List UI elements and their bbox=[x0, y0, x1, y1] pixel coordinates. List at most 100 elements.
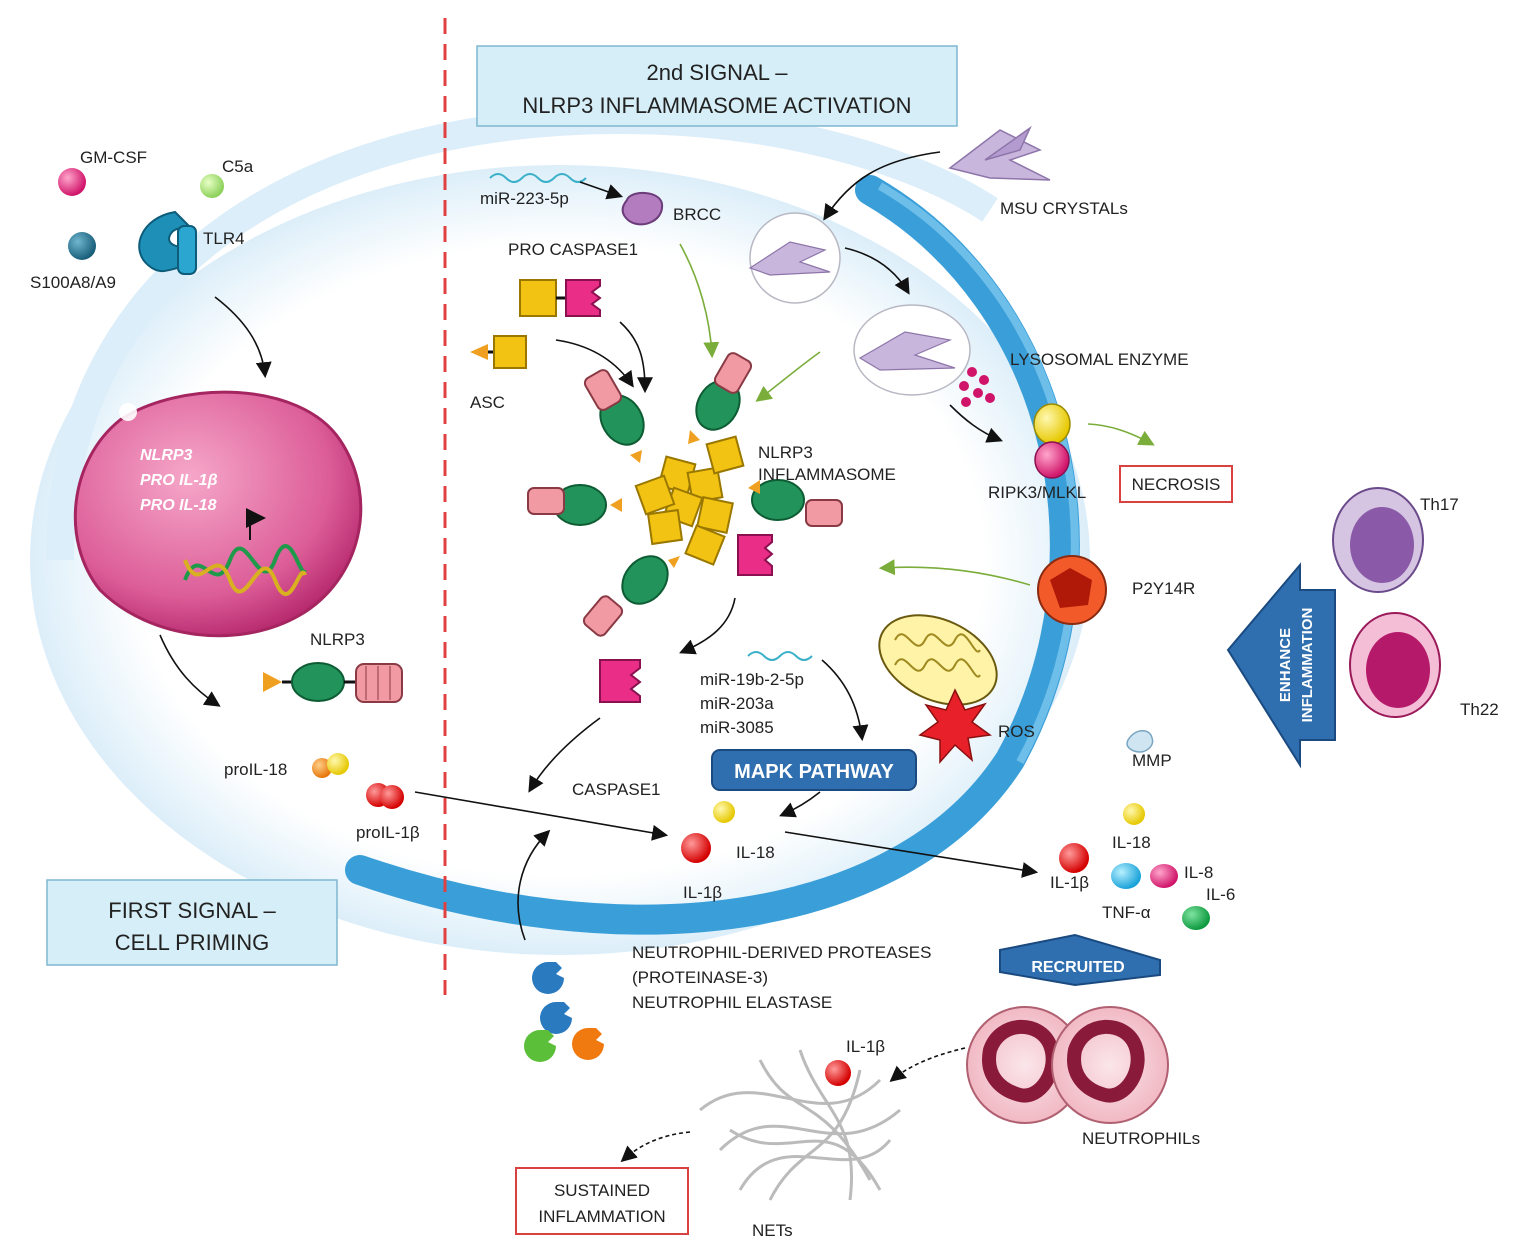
il8-label: IL-8 bbox=[1184, 863, 1213, 882]
nucleus-highlight bbox=[119, 403, 137, 421]
mapk-label: MAPK PATHWAY bbox=[734, 761, 894, 783]
tlr4-stem bbox=[177, 225, 197, 275]
phagosome-crystal-1 bbox=[748, 241, 831, 276]
arrow-phagosome-to-lysosome bbox=[844, 247, 910, 295]
il18-out-label: IL-18 bbox=[1112, 833, 1151, 852]
c5a-label: C5a bbox=[222, 157, 254, 176]
arrow-lysosome-to-inflammasome bbox=[755, 351, 821, 402]
th17-label: Th17 bbox=[1420, 495, 1459, 514]
mir-203a-label: miR-203a bbox=[700, 694, 774, 713]
mir-19b-label: miR-19b-2-5p bbox=[700, 670, 804, 689]
il1b-out-label: IL-1β bbox=[1050, 873, 1089, 892]
cell-membrane-light bbox=[46, 105, 998, 561]
nets-fibers-icon bbox=[699, 1049, 901, 1201]
il6-label: IL-6 bbox=[1206, 885, 1235, 904]
arrow-asc-to-inflammasome bbox=[555, 339, 634, 388]
necrosis-box bbox=[1119, 465, 1233, 503]
il1b-inside-ball bbox=[681, 833, 711, 863]
th17-nucleus bbox=[1350, 507, 1414, 583]
il1b-inside-label: IL-1β bbox=[683, 883, 722, 902]
ripk3-icon bbox=[1033, 403, 1071, 445]
recruited-label: RECRUITED bbox=[1031, 959, 1124, 976]
nucleus-line-proil18: PRO IL-18 bbox=[140, 497, 217, 514]
cell-membrane bbox=[345, 175, 1080, 935]
nucleus bbox=[73, 390, 363, 638]
proil1b-ball-b bbox=[380, 785, 404, 809]
mmp-icon bbox=[1126, 730, 1154, 753]
tnf-label: TNF-α bbox=[1102, 903, 1151, 922]
proil18-ball-a bbox=[312, 758, 332, 778]
arrow-brcc-to-inflammasome bbox=[679, 243, 720, 359]
enhance-label-1: ENHANCE bbox=[1277, 628, 1294, 702]
th22-label: Th22 bbox=[1460, 700, 1499, 719]
nlrp3-inflammasome-icon bbox=[527, 352, 843, 637]
sustained-inflammation-box bbox=[515, 1167, 689, 1235]
p2y14r-label: P2Y14R bbox=[1132, 579, 1195, 598]
gmcsf-ligand bbox=[58, 168, 86, 196]
lysosomal-enzyme-dots bbox=[959, 367, 995, 407]
nucleus-line-nlrp3: NLRP3 bbox=[140, 447, 193, 464]
msu-label: MSU CRYSTALs bbox=[1000, 199, 1128, 218]
il18-out-ball bbox=[1123, 803, 1145, 825]
caspase1-label: CASPASE1 bbox=[572, 780, 661, 799]
il18-inside-label: IL-18 bbox=[736, 843, 775, 862]
neutrophil-1-nucleus bbox=[982, 1019, 1060, 1103]
protease-pacman-icons bbox=[524, 962, 604, 1062]
arrow-lysosome-to-ripk bbox=[949, 404, 1003, 443]
sustained-label-1: SUSTAINED bbox=[554, 1181, 650, 1200]
nets-il1b-label: IL-1β bbox=[846, 1037, 885, 1056]
asc-icon bbox=[470, 335, 527, 369]
proil18-label: proIL-18 bbox=[224, 760, 287, 779]
second-signal-title-2: NLRP3 INFLAMMASOME ACTIVATION bbox=[522, 93, 911, 118]
mir-3085-label: miR-3085 bbox=[700, 718, 774, 737]
arrow-neutrophils-to-nets bbox=[889, 1047, 966, 1083]
mapk-pathway-box bbox=[711, 749, 917, 791]
ros-label: ROS bbox=[998, 722, 1035, 741]
caspase1-active-icon bbox=[599, 659, 642, 703]
dna-icon bbox=[183, 508, 307, 596]
proteases-line-3: NEUTROPHIL ELASTASE bbox=[632, 993, 832, 1012]
first-signal-box bbox=[46, 879, 338, 966]
recruited-arrow bbox=[999, 933, 1161, 987]
il8-ball bbox=[1150, 864, 1178, 888]
nucleus-line-proil1b: PRO IL-1β bbox=[140, 472, 218, 489]
ripk-label: RIPK3/MLKL bbox=[988, 483, 1086, 502]
tnf-ball bbox=[1111, 863, 1141, 889]
p2y14r-core bbox=[1050, 568, 1092, 608]
inflammasome-label-2: INFLAMMASOME bbox=[758, 465, 896, 484]
proil1b-label: proIL-1β bbox=[356, 823, 420, 842]
msu-crystals-icon bbox=[948, 125, 1051, 181]
enhance-inflammation-arrow bbox=[1226, 562, 1336, 769]
arrow-cytokines-out bbox=[784, 831, 1039, 878]
enhance-label-2: INFLAMMATION bbox=[1299, 608, 1316, 723]
pro-caspase-label: PRO CASPASE1 bbox=[508, 240, 638, 259]
arrow-nucleus-to-nlrp3 bbox=[159, 634, 221, 707]
arrow-caspase-down bbox=[528, 717, 601, 793]
arrow-inflammasome-to-caspase bbox=[679, 597, 736, 655]
sustained-label-2: INFLAMMATION bbox=[538, 1207, 665, 1226]
nets-il1b-ball bbox=[825, 1060, 851, 1086]
il1b-out-ball bbox=[1059, 843, 1089, 873]
gmcsf-label: GM-CSF bbox=[80, 148, 147, 167]
th22-nucleus bbox=[1366, 632, 1430, 708]
mlkl-icon bbox=[1034, 441, 1070, 479]
neutrophil-2-nucleus bbox=[1067, 1019, 1145, 1103]
second-signal-box bbox=[476, 45, 958, 127]
first-signal-title-2: CELL PRIMING bbox=[115, 930, 269, 955]
arrow-p2y14r-to-inflammasome bbox=[878, 559, 1031, 586]
first-signal-title-1: FIRST SIGNAL – bbox=[108, 898, 276, 923]
lysosomal-label: LYSOSOMAL ENZYME bbox=[1010, 350, 1189, 369]
mir223-rna-icon bbox=[489, 173, 587, 183]
arrow-proil1b-to-il1b bbox=[414, 791, 669, 841]
tlr4-label: TLR4 bbox=[203, 229, 245, 248]
arrow-procaspase-to-inflammasome bbox=[619, 321, 653, 394]
asc-label: ASC bbox=[470, 393, 505, 412]
second-signal-title-1: 2nd SIGNAL – bbox=[646, 60, 788, 85]
pro-caspase1-icon bbox=[519, 279, 602, 317]
mir-list-rna-icon bbox=[747, 651, 813, 661]
inflammasome-label-1: NLRP3 bbox=[758, 443, 813, 462]
il6-ball bbox=[1182, 906, 1210, 930]
mir223-label: miR-223-5p bbox=[480, 189, 569, 208]
necrosis-label: NECROSIS bbox=[1132, 475, 1221, 494]
